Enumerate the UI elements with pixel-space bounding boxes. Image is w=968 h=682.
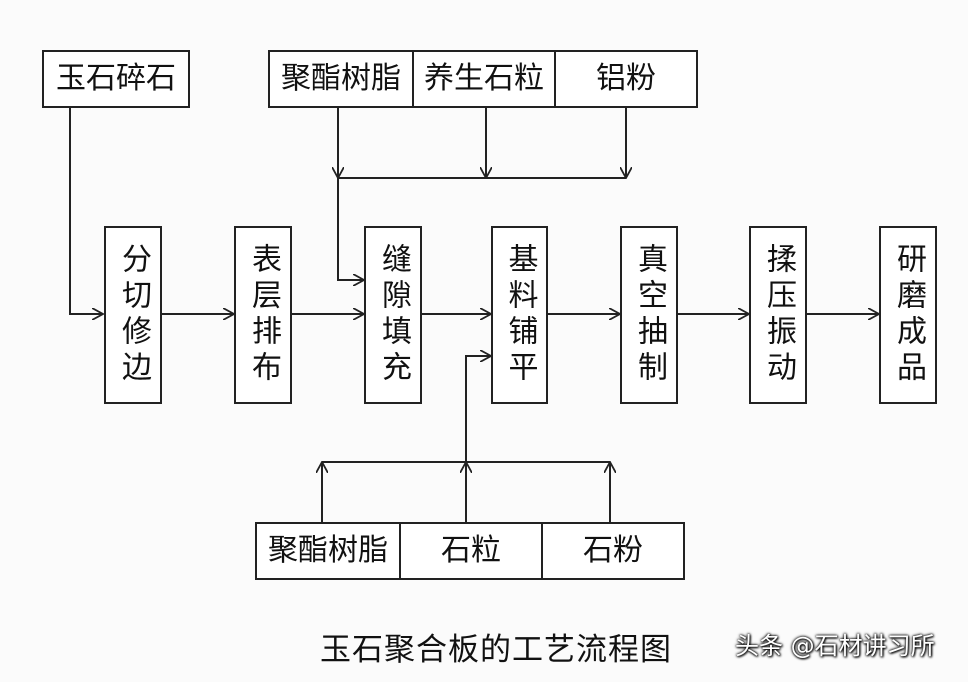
step-label-3: 缝隙填充 (376, 243, 411, 387)
jade-input-label: 玉石碎石 (56, 61, 176, 96)
step-box-7: 研磨成品 (879, 226, 937, 404)
step-box-6: 揉压振动 (749, 226, 807, 404)
arrow-jade-to-step1 (69, 107, 103, 314)
diagram-caption: 玉石聚合板的工艺流程图 (320, 632, 672, 668)
top-input-label-1: 聚酯树脂 (281, 61, 401, 96)
step-label-1: 分切修边 (116, 243, 151, 387)
top-input-box-1: 聚酯树脂 (268, 50, 414, 108)
step-label-7: 研磨成品 (891, 243, 926, 387)
step-box-2: 表层排布 (234, 226, 292, 404)
bottom-input-label-2: 石粒 (441, 533, 501, 568)
arrow-top-merge-to-step3 (337, 178, 364, 280)
step-label-2: 表层排布 (246, 243, 281, 387)
step-box-1: 分切修边 (104, 226, 162, 404)
watermark: 头条 @石材讲习所 (735, 618, 960, 668)
arrow-bottom-merge-to-step4 (465, 356, 491, 462)
top-input-label-2: 养生石粒 (424, 61, 544, 96)
step-box-5: 真空抽制 (620, 226, 678, 404)
top-input-label-3: 铝粉 (596, 61, 656, 96)
step-label-5: 真空抽制 (632, 243, 667, 387)
step-box-3: 缝隙填充 (364, 226, 422, 404)
top-input-box-3: 铝粉 (554, 50, 698, 108)
bottom-input-box-3: 石粉 (541, 522, 685, 580)
step-label-6: 揉压振动 (761, 243, 796, 387)
bottom-input-box-2: 石粒 (399, 522, 543, 580)
bottom-input-label-1: 聚酯树脂 (268, 533, 388, 568)
watermark-text: 头条 @石材讲习所 (735, 631, 935, 660)
bottom-input-box-1: 聚酯树脂 (255, 522, 401, 580)
top-input-box-2: 养生石粒 (412, 50, 556, 108)
jade-input-box: 玉石碎石 (42, 50, 190, 108)
step-label-4: 基料铺平 (502, 243, 538, 387)
step-box-4: 基料铺平 (491, 226, 548, 404)
bottom-input-label-3: 石粉 (583, 533, 643, 568)
